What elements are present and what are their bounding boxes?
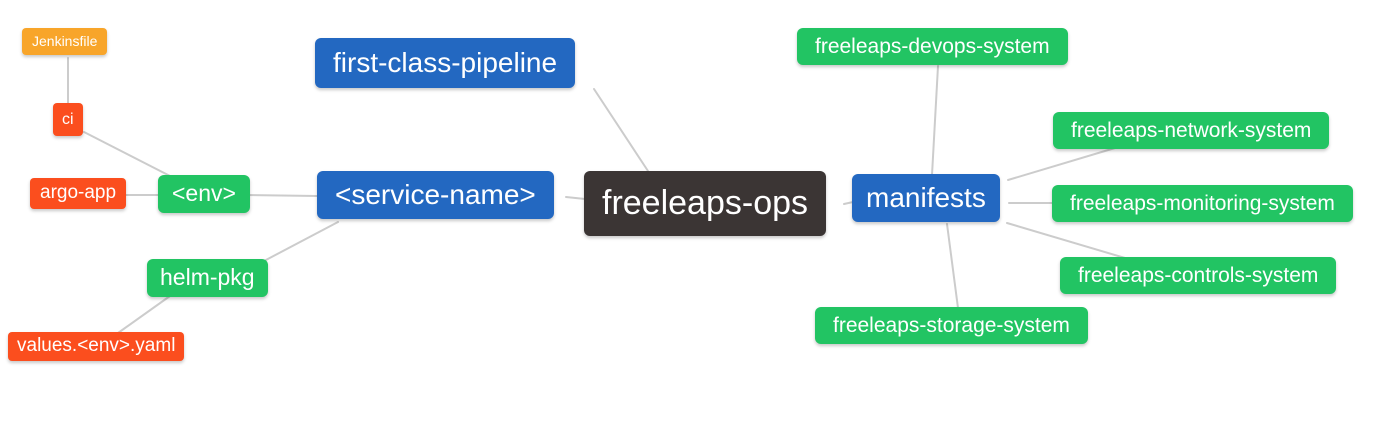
edge-servicename-freeleapsops <box>565 196 586 200</box>
edge-manifests-devops <box>931 65 939 176</box>
node-service-name[interactable]: <service-name> <box>317 171 554 219</box>
node-freeleaps-storage-system[interactable]: freeleaps-storage-system <box>815 307 1088 345</box>
edge-ci-env <box>83 131 173 178</box>
node-freeleaps-network-system[interactable]: freeleaps-network-system <box>1053 112 1330 150</box>
node-values-env-yaml[interactable]: values.<env>.yaml <box>8 332 185 361</box>
node-freeleaps-monitoring-system[interactable]: freeleaps-monitoring-system <box>1052 185 1353 223</box>
edge-manifests-storage <box>946 223 959 309</box>
node-freeleaps-controls-system[interactable]: freeleaps-controls-system <box>1060 257 1337 295</box>
edge-manifests-controls <box>1006 222 1126 259</box>
node-manifests[interactable]: manifests <box>852 174 1000 222</box>
node-first-class-pipeline[interactable]: first-class-pipeline <box>315 38 576 88</box>
edge-freeleapsops-manifests <box>843 201 854 205</box>
node-freeleaps-devops-system[interactable]: freeleaps-devops-system <box>797 28 1068 66</box>
edge-pipeline-freeleapsops <box>593 88 649 172</box>
edge-env-servicename <box>242 194 318 197</box>
edge-servicename-helmpkg <box>263 221 339 262</box>
edge-manifests-network <box>1007 147 1116 181</box>
node-jenkinsfile[interactable]: Jenkinsfile <box>22 28 108 55</box>
node-ci[interactable]: ci <box>53 103 83 137</box>
node-helm-pkg[interactable]: helm-pkg <box>147 259 268 297</box>
node-argo-app[interactable]: argo-app <box>30 178 127 209</box>
node-env[interactable]: <env> <box>158 175 250 213</box>
node-freeleaps-ops[interactable]: freeleaps-ops <box>584 171 827 236</box>
edge-helmpkg-valuesyaml <box>117 295 171 334</box>
